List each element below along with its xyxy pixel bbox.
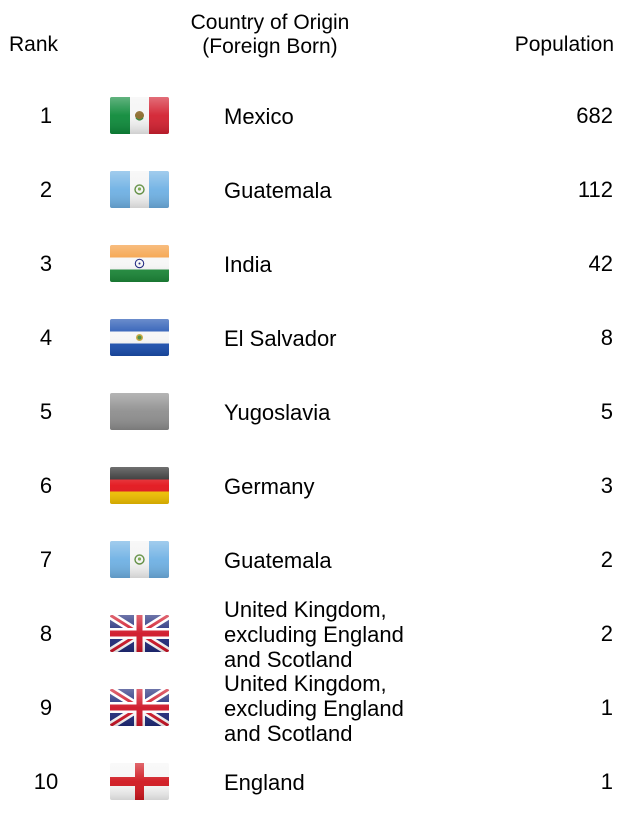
country-cell: Mexico (224, 103, 294, 129)
country-line: and Scotland (224, 720, 353, 746)
country-cell: Yugoslavia (224, 399, 331, 425)
table-row: 4 El Salvador 8 (0, 301, 619, 375)
population-cell: 42 (588, 251, 613, 276)
country-cell: India (224, 251, 272, 277)
guatemala-flag-icon (110, 171, 169, 208)
table-row: 10 England 1 (0, 745, 619, 819)
country-cell: El Salvador (224, 325, 337, 351)
population-cell: 1 (600, 769, 613, 794)
country-cell: Guatemala (224, 547, 332, 573)
rank-header: Rank (9, 33, 59, 56)
el-salvador-flag-icon (110, 319, 169, 356)
country-line: United Kingdom, (224, 670, 387, 696)
population-cell: 3 (600, 473, 613, 498)
rank-cell: 5 (39, 399, 53, 424)
germany-flag-icon (110, 467, 169, 504)
rank-cell: 8 (39, 621, 53, 646)
population-cell: 5 (600, 399, 613, 424)
rank-cell: 9 (39, 695, 53, 720)
table-row: 2 Guatemala 112 (0, 153, 619, 227)
country-line: United Kingdom, (224, 596, 387, 622)
table-row: 1 Mexico 682 (0, 79, 619, 153)
united-kingdom-flag-icon (110, 615, 169, 652)
table-row: 6 Germany 3 (0, 449, 619, 523)
mexico-flag-icon (110, 97, 169, 134)
country-line: and Scotland (224, 646, 353, 672)
country-cell: Guatemala (224, 177, 332, 203)
guatemala-flag-icon (110, 541, 169, 578)
country-header-line1: Country of Origin (190, 11, 350, 34)
rank-cell: 10 (33, 769, 59, 794)
population-cell: 682 (576, 103, 613, 128)
rank-cell: 1 (39, 103, 53, 128)
population-cell: 8 (600, 325, 613, 350)
united-kingdom-flag-icon (110, 689, 169, 726)
india-flag-icon (110, 245, 169, 282)
country-line: excluding England (224, 695, 404, 721)
table-row: 3 India 42 (0, 227, 619, 301)
population-cell: 2 (600, 547, 613, 572)
population-cell: 1 (600, 695, 613, 720)
country-cell: England (224, 769, 305, 795)
table-row: 7 Guatemala 2 (0, 523, 619, 597)
country-cell: Germany (224, 473, 315, 499)
rank-cell: 4 (39, 325, 53, 350)
population-header: Population (514, 33, 614, 56)
rank-cell: 3 (39, 251, 53, 276)
population-cell: 2 (600, 621, 613, 646)
table-row: 5 Yugoslavia 5 (0, 375, 619, 449)
country-header: Country of Origin (Foreign Born) (160, 11, 380, 59)
rank-cell: 6 (39, 473, 53, 498)
country-line: excluding England (224, 621, 404, 647)
country-header-line2: (Foreign Born) (202, 35, 338, 58)
population-cell: 112 (577, 177, 613, 202)
england-flag-icon (110, 763, 169, 800)
rank-cell: 2 (39, 177, 53, 202)
yugoslavia-flag-icon (110, 393, 169, 430)
rank-cell: 7 (39, 547, 53, 572)
